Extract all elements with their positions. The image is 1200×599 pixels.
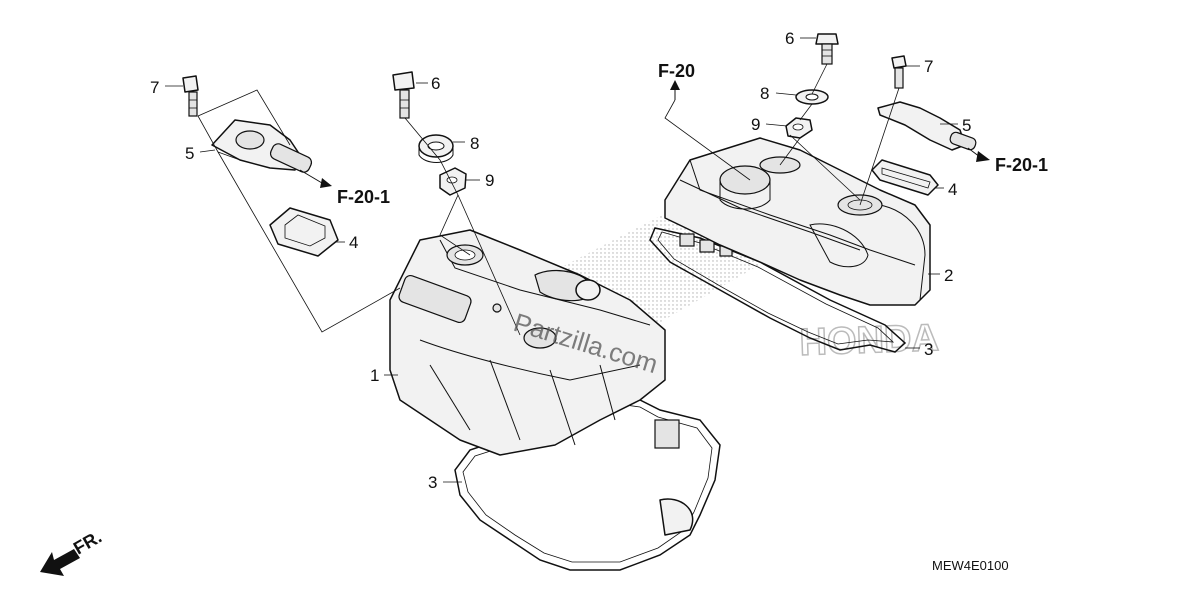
gasket-3-right bbox=[649, 227, 907, 353]
head-cover-1-rib2 bbox=[489, 359, 521, 441]
seal-washer-8-right bbox=[795, 89, 829, 105]
callout-right-2: 2 bbox=[944, 266, 953, 285]
seal-4-left bbox=[269, 207, 339, 257]
head-cover-1-bolt-hole bbox=[492, 303, 502, 313]
head-cover-1-rib1 bbox=[429, 364, 471, 431]
callout-right-7: 7 bbox=[924, 57, 933, 76]
head-cover-1-bolt-seat bbox=[523, 327, 557, 349]
seal-washer-8-left bbox=[418, 134, 454, 163]
bolt-6-right bbox=[815, 33, 839, 65]
reference-f20-1-left: F-20-1 bbox=[337, 187, 390, 207]
gasket-3-right-inner bbox=[657, 231, 895, 345]
breather-5-right bbox=[877, 101, 977, 151]
reference-f20-1-right: F-20-1 bbox=[995, 155, 1048, 175]
diagram-code: MEW4E0100 bbox=[932, 558, 1009, 573]
seal-4-right bbox=[871, 159, 939, 196]
callout-left-4: 4 bbox=[349, 233, 358, 252]
reference-f20: F-20 bbox=[658, 61, 695, 81]
head-cover-2-ridge bbox=[689, 159, 916, 266]
head-cover-2-oil-filler bbox=[719, 165, 771, 210]
callout-right-9: 9 bbox=[751, 115, 760, 134]
grommet-9-left bbox=[439, 167, 467, 196]
callout-left-7: 7 bbox=[150, 78, 159, 97]
head-cover-1-rib4 bbox=[599, 364, 616, 421]
callout-right-6: 6 bbox=[785, 29, 794, 48]
callout-left-5: 5 bbox=[185, 144, 194, 163]
callout-right-4: 4 bbox=[948, 180, 957, 199]
callout-left-6: 6 bbox=[431, 74, 440, 93]
callout-right-8: 8 bbox=[760, 84, 769, 103]
callout-right-5: 5 bbox=[962, 116, 971, 135]
callout-left-8: 8 bbox=[470, 134, 479, 153]
callout-left-3: 3 bbox=[428, 473, 437, 492]
head-cover-1-boss bbox=[534, 269, 601, 302]
bolt-6-left bbox=[392, 71, 415, 119]
head-cover-1-rib3 bbox=[549, 369, 576, 446]
callout-right-3: 3 bbox=[924, 340, 933, 359]
front-direction-arrow: FR. bbox=[40, 527, 105, 576]
head-cover-2-end bbox=[879, 204, 926, 301]
callout-left-9: 9 bbox=[485, 171, 494, 190]
head-cover-2-boss bbox=[809, 223, 869, 268]
watermark-honda-text: HONDA bbox=[799, 317, 940, 364]
leader-lines bbox=[165, 37, 990, 483]
gasket-3-right-clip bbox=[679, 233, 733, 257]
breather-5-left bbox=[211, 119, 313, 173]
head-cover-2-ridge2 bbox=[679, 179, 861, 251]
head-cover-1-ridge bbox=[419, 339, 641, 381]
callout-left-1: 1 bbox=[370, 366, 379, 385]
grommet-9-right bbox=[785, 117, 813, 139]
bolt-7-left bbox=[182, 75, 199, 117]
gasket-3-left-clip bbox=[654, 419, 694, 536]
bolt-7-right bbox=[891, 55, 907, 89]
head-cover-1-oil-filler bbox=[398, 244, 484, 324]
